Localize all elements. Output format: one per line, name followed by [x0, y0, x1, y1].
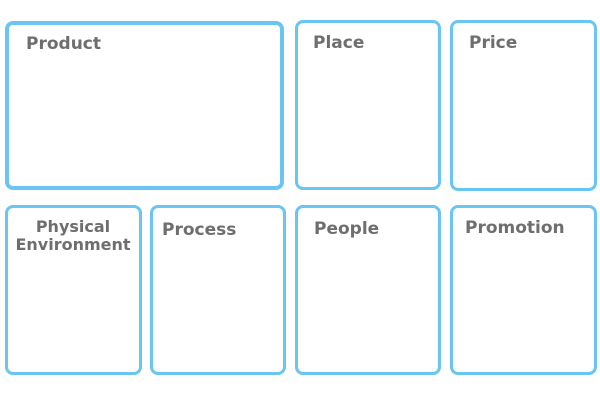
promotion-label: Promotion: [465, 218, 565, 238]
promotion-box: [450, 205, 597, 375]
people-label: People: [314, 219, 380, 239]
price-label: Price: [469, 33, 518, 53]
process-box: [150, 205, 286, 375]
price-box: [450, 20, 597, 191]
place-box: [295, 20, 441, 190]
product-box: [5, 21, 284, 190]
physical-environment-box: [5, 205, 142, 375]
physical-environment-label: Physical Environment: [8, 218, 138, 254]
process-label: Process: [162, 220, 237, 240]
people-box: [295, 205, 441, 375]
product-label: Product: [26, 34, 101, 54]
physical-environment-label-line1: Physical: [35, 217, 111, 236]
place-label: Place: [313, 33, 365, 53]
physical-environment-label-line2: Environment: [15, 235, 131, 254]
